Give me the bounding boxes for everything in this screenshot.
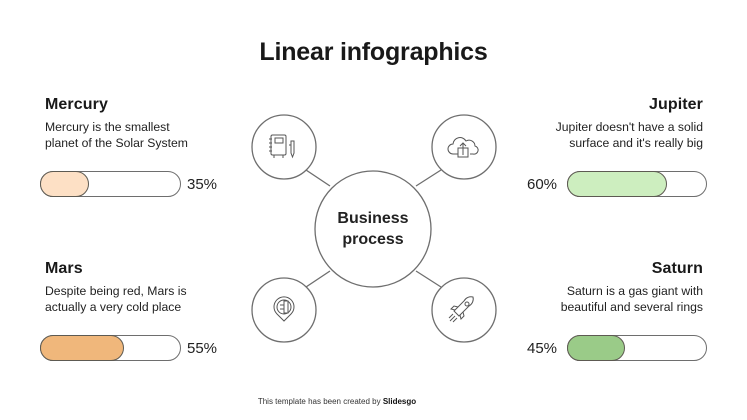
center-label: Business process <box>315 208 431 250</box>
saturn-heading: Saturn <box>651 260 703 277</box>
jupiter-percent: 60% <box>527 176 558 193</box>
saturn-percent: 45% <box>527 340 558 357</box>
center-circle <box>314 170 432 288</box>
footer-credit: This template has been created by Slides… <box>0 397 674 406</box>
mercury-percent: 35% <box>187 176 218 193</box>
jupiter-description-line2: surface and it's really big <box>569 135 703 150</box>
connector-line-top-left <box>305 169 331 187</box>
icon-circle-bottom-right <box>431 277 497 343</box>
icon-circle-top-left <box>251 114 317 180</box>
saturn-progress-fill <box>566 334 625 362</box>
icon-circle-top-right <box>431 114 497 180</box>
footer-brand[interactable]: Slidesgo <box>382 397 417 406</box>
jupiter-heading: Jupiter <box>648 96 703 113</box>
jupiter-progress-bar <box>566 170 707 198</box>
page-title: Linear infographics <box>259 38 488 66</box>
mars-percent: 55% <box>187 340 218 357</box>
mars-heading: Mars <box>45 260 83 277</box>
mars-progress-bar <box>39 334 181 362</box>
connector-line-bottom-right <box>415 270 442 288</box>
mars-description-line1: Despite being red, Mars is <box>45 284 187 298</box>
footer-text: This template has been created by <box>257 397 383 406</box>
mercury-progress-bar <box>39 170 181 198</box>
saturn-description-line1: Saturn is a gas giant with <box>566 284 703 298</box>
saturn-description-line2: beautiful and several rings <box>560 299 703 314</box>
mars-description-line2: actually a very cold place <box>45 299 182 314</box>
notebook-pen-icon <box>269 134 295 159</box>
mars-progress-fill <box>39 334 124 362</box>
location-pin-building-icon <box>273 296 295 322</box>
mercury-description-line1: Mercury is the smallest <box>45 120 170 134</box>
center-label-line1: Business <box>337 210 409 227</box>
mercury-description-line2: planet of the Solar System <box>45 135 188 150</box>
jupiter-progress-fill <box>566 170 667 198</box>
cloud-upload-icon <box>447 137 479 158</box>
center-label-line2: process <box>342 231 404 248</box>
mercury-progress-fill <box>39 170 89 198</box>
connector-line-top-right <box>415 169 442 187</box>
connector-line-bottom-left <box>305 270 331 288</box>
mercury-heading: Mercury <box>45 96 108 113</box>
jupiter-description-line1: Jupiter doesn't have a solid <box>555 120 703 134</box>
saturn-progress-bar <box>566 334 707 362</box>
rocket-icon <box>448 296 474 323</box>
